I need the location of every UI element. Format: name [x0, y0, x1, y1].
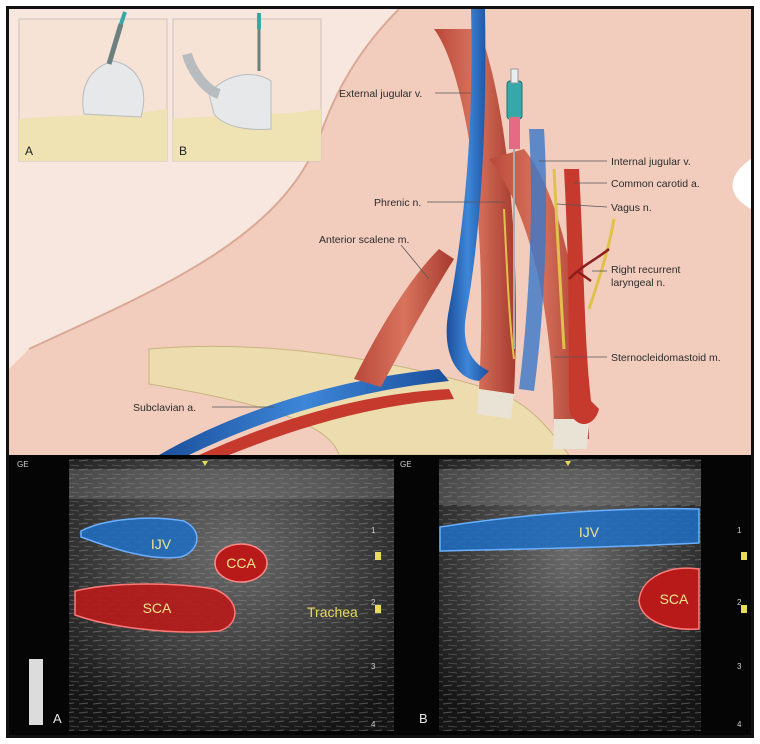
- label-recurrent-line1: Right recurrent: [611, 264, 681, 276]
- svg-text:3: 3: [737, 662, 742, 671]
- label-phrenic: Phrenic n.: [374, 197, 421, 209]
- label-common-carotid: Common carotid a.: [611, 178, 700, 190]
- panel-b-tag: GE: [400, 460, 412, 469]
- panel-b-ijv-label: IJV: [579, 524, 600, 540]
- label-subclavian: Subclavian a.: [133, 402, 196, 414]
- ultrasound-panel-a: GE IJV CCA SCA Trachea 1 2 3 4: [17, 459, 394, 731]
- label-sternocleidomastoid: Sternocleidomastoid m.: [611, 352, 721, 364]
- inset-b-label: B: [179, 144, 187, 158]
- syringe-hub: [507, 81, 522, 119]
- panel-b-label: B: [419, 711, 428, 726]
- ultrasound-panel-b: GE IJV SCA 1 2 3 4 B: [400, 459, 747, 731]
- figure-canvas: A B: [9, 9, 751, 735]
- panel-a-grayscale-bar: [29, 659, 43, 725]
- panel-a-ijv-label: IJV: [151, 536, 172, 552]
- inset-a-label: A: [25, 144, 33, 158]
- scm-tendon-1: [477, 389, 514, 419]
- label-recurrent-line2: laryngeal n.: [611, 277, 665, 289]
- label-anterior-scalene: Anterior scalene m.: [319, 234, 409, 246]
- panel-a-sca-label: SCA: [143, 600, 172, 616]
- inset-a: A: [19, 12, 167, 161]
- label-external-jugular: External jugular v.: [339, 88, 422, 100]
- syringe-barrel: [509, 117, 520, 149]
- svg-text:1: 1: [371, 526, 376, 535]
- svg-text:1: 1: [737, 526, 742, 535]
- figure-frame: A B: [6, 6, 754, 738]
- svg-text:3: 3: [371, 662, 376, 671]
- panel-b-sca-label: SCA: [660, 591, 689, 607]
- label-vagus: Vagus n.: [611, 202, 652, 214]
- anatomy-illustration: A B: [9, 9, 751, 455]
- panel-a-trachea-label: Trachea: [307, 604, 358, 620]
- panel-a-cca-label: CCA: [226, 555, 256, 571]
- label-internal-jugular: Internal jugular v.: [611, 156, 691, 168]
- svg-text:4: 4: [371, 720, 376, 729]
- inset-b: B: [173, 13, 321, 161]
- svg-text:4: 4: [737, 720, 742, 729]
- panel-a-label: A: [53, 711, 62, 726]
- panel-a-tag: GE: [17, 460, 29, 469]
